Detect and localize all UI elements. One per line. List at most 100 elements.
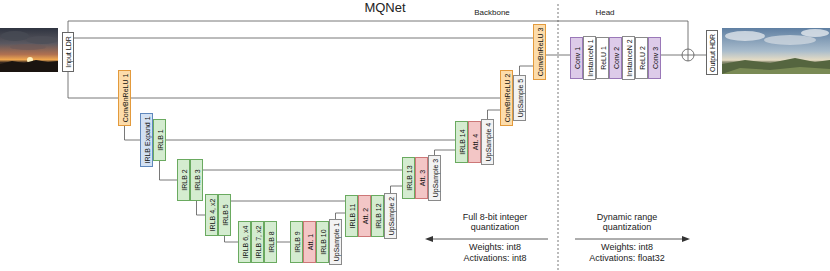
photo-cloud [1,31,29,41]
photo-land [722,58,830,74]
photo-sky [722,28,830,74]
photo-cloud [801,29,829,37]
scope-arrow-head [425,236,433,242]
conv-bn-relu-box: ConvBnReLU 1 [118,70,131,126]
upsample-block: UpSample 3 [428,155,441,201]
irlb-block: IRLB 13 [402,157,415,199]
irlb-block: IRLB 10 [316,221,329,263]
upsample-block: UpSample 5 [513,75,526,121]
block-label: ConvBnReLU 3 [536,28,543,77]
photo-cloud [10,44,46,50]
photo-cloud [725,31,765,41]
block-label: IRLB 11 [348,204,355,229]
block-label: IRLB 4, x2 [208,199,215,232]
block-label: IRLB 14 [458,129,465,154]
expand-block: IRLB Expand 1 [140,113,153,167]
block-label: UpSample 1 [332,223,339,262]
irlb-block: IRLB 3 [190,159,203,201]
irlb-block: IRLB 6, x4 [238,221,251,263]
note-text: Dynamic range quantization [577,212,677,233]
input-photo [0,28,58,72]
conv-box: Conv 2 [609,37,622,79]
block-label: IRLB 7, x2 [254,226,261,259]
conv-box: Conv 1 [570,37,583,79]
norm-box: InstanceN 1 [583,36,596,80]
block-label: UpSample 2 [387,197,394,236]
irlb-block: IRLB 5 [218,194,231,236]
connector [231,201,345,202]
io-box: Output HDR [706,30,718,75]
irlb-block: IRLB 9 [290,221,303,263]
note-text: Activations: float32 [577,253,677,263]
block-label: IRLB 2 [180,169,187,190]
block-label: Att. 2 [361,208,368,224]
photo-land [0,60,58,72]
conv-bn-relu-box: ConvBnReLU 2 [500,70,513,126]
photo-sky [0,28,58,72]
section-label: Backbone [462,8,522,17]
block-label: Att. 3 [418,170,425,186]
section-label: Head [585,8,625,17]
note-text: Weights: int8 [445,242,545,252]
block-label: Conv 1 [573,47,580,69]
block-label: UpSample 4 [484,123,491,162]
connector [68,72,118,98]
block-label: ConvBnReLU 2 [503,74,510,123]
attention-block: Att. 2 [358,195,371,237]
conv-box: Conv 3 [648,37,661,79]
connector [488,110,501,119]
note-text: Activations: int8 [445,253,545,263]
note-text: Full 8-bit integer quantization [445,212,545,233]
block-label: ReLU 1 [599,46,606,70]
irlb-block: IRLB 14 [455,121,468,163]
block-label: UpSample 3 [431,159,438,198]
attention-block: Att. 4 [468,121,481,163]
irlb-block: IRLB 12 [371,195,384,237]
attention-block: Att. 3 [415,157,428,199]
block-label: IRLB Expand 1 [143,116,150,163]
scope-arrow [575,239,683,240]
connector [125,126,141,140]
connector [391,186,403,193]
block-label: Input LDR [65,36,72,68]
photo-cloud [26,36,58,44]
connector [225,236,239,242]
output-photo [722,28,830,74]
sum-symbol-bar [688,49,689,61]
connector [166,140,455,141]
norm-box: InstanceN 2 [622,36,635,80]
conv-bn-relu-box: ConvBnReLU 3 [533,24,546,80]
upsample-block: UpSample 2 [384,193,397,239]
upsample-block: UpSample 4 [481,119,494,165]
connector [131,98,500,99]
connector [197,201,206,215]
connector [74,38,533,39]
irlb-block: IRLB 7, x2 [251,221,264,263]
block-label: Output HDR [709,33,716,71]
block-label: Conv 3 [651,47,658,69]
connector [160,161,178,180]
block-label: InstanceN 1 [586,39,593,76]
section-divider [558,4,559,271]
attention-block: Att. 1 [303,221,316,263]
photo-cloud [764,35,816,45]
scope-arrow-head [682,236,690,242]
block-label: IRLB 3 [193,169,200,190]
block-label: IRLB 13 [405,165,412,190]
block-label: UpSample 5 [516,79,523,118]
connector [546,55,570,56]
scope-arrow [432,239,548,240]
irlb-block: IRLB 8 [264,221,277,263]
norm-box: ReLU 1 [596,37,609,79]
block-label: IRLB 1 [156,129,163,150]
block-label: ConvBnReLU 1 [121,74,128,123]
irlb-block: IRLB 1 [153,119,166,161]
block-label: IRLB 12 [374,203,381,228]
norm-box: ReLU 2 [635,37,648,79]
block-label: Conv 2 [612,47,619,69]
block-label: IRLB 6, x4 [241,226,248,259]
block-label: Att. 4 [471,134,478,150]
irlb-block: IRLB 2 [177,159,190,201]
block-label: IRLB 5 [221,204,228,225]
